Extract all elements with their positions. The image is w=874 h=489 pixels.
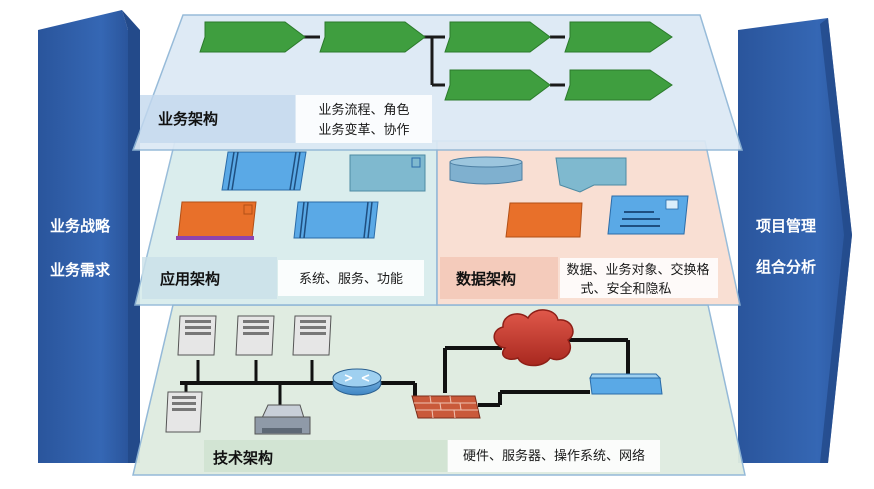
right-banner-line2: 组合分析 bbox=[756, 258, 816, 276]
process-step-1 bbox=[199, 21, 306, 53]
application-label-group: 应用架构 系统、服务、功能 bbox=[142, 257, 424, 299]
left-banner-line1: 业务战略 bbox=[50, 217, 111, 235]
data-components bbox=[449, 156, 689, 238]
app-module-4 bbox=[293, 201, 379, 239]
business-desc-line2: 业务变革、协作 bbox=[318, 122, 409, 138]
right-banner-line1: 项目管理 bbox=[756, 217, 816, 235]
data-desc-line1: 数据、业务对象、交换格 bbox=[566, 262, 709, 278]
right-banner: 项目管理 组合分析 bbox=[738, 18, 852, 463]
server-3 bbox=[292, 315, 332, 356]
app-module-1 bbox=[221, 151, 307, 191]
app-module-2 bbox=[349, 154, 426, 192]
server-4 bbox=[165, 391, 203, 433]
technology-network bbox=[165, 309, 663, 435]
server-2 bbox=[235, 315, 275, 356]
data-desc-line2: 式、安全和隐私 bbox=[580, 281, 671, 297]
process-step-6 bbox=[564, 69, 673, 101]
process-step-3 bbox=[444, 21, 551, 53]
technology-label-group: 技术架构 硬件、服务器、操作系统、网络 bbox=[204, 440, 660, 472]
left-banner-line2: 业务需求 bbox=[50, 261, 111, 279]
business-process-flow bbox=[199, 21, 673, 101]
router bbox=[332, 368, 382, 396]
data-object bbox=[505, 202, 583, 238]
internet-cloud bbox=[493, 309, 574, 367]
data-label-group: 数据架构 数据、业务对象、交换格 式、安全和隐私 bbox=[440, 257, 718, 299]
data-document bbox=[555, 157, 627, 193]
left-banner: 业务战略 业务需求 bbox=[38, 10, 140, 463]
business-label-group: 业务架构 业务流程、角色 业务变革、协作 bbox=[140, 95, 432, 143]
process-step-2 bbox=[319, 21, 426, 53]
firewall bbox=[411, 395, 481, 419]
process-step-4 bbox=[564, 21, 673, 53]
application-components bbox=[176, 151, 426, 240]
technology-desc: 硬件、服务器、操作系统、网络 bbox=[463, 448, 645, 464]
network-switch bbox=[589, 373, 663, 395]
technology-title: 技术架构 bbox=[213, 449, 273, 467]
application-title: 应用架构 bbox=[160, 270, 220, 288]
business-desc-line1: 业务流程、角色 bbox=[318, 102, 409, 118]
application-desc: 系统、服务、功能 bbox=[299, 271, 403, 287]
data-title: 数据架构 bbox=[456, 270, 516, 288]
server-1 bbox=[177, 315, 217, 356]
printer bbox=[254, 404, 311, 435]
process-step-5 bbox=[444, 69, 551, 101]
business-title: 业务架构 bbox=[158, 110, 218, 128]
